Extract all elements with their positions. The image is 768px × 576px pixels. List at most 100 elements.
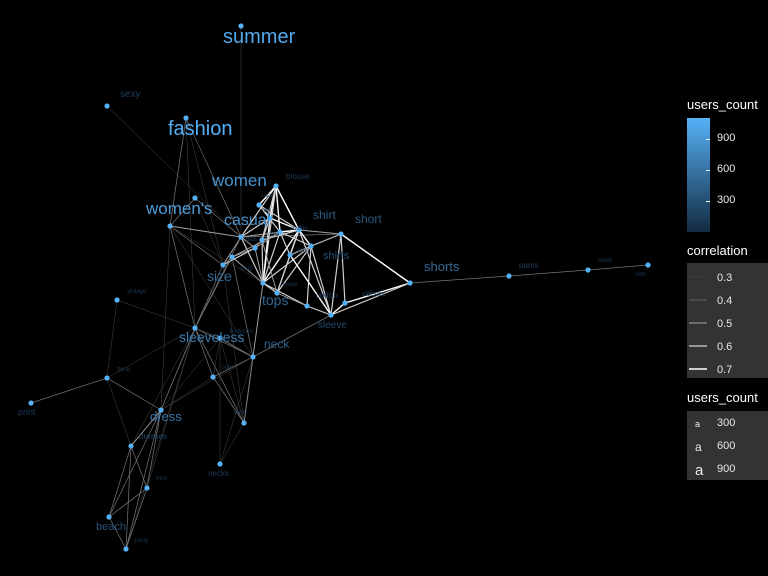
node-short bbox=[338, 231, 344, 237]
node-cute bbox=[259, 237, 265, 243]
correlation-label: 0.7 bbox=[717, 364, 732, 376]
node-layer bbox=[28, 23, 651, 552]
edge-neck-solid bbox=[212, 356, 254, 378]
edge-tops-crop bbox=[231, 256, 264, 284]
colorbar-tick-label: 900 bbox=[717, 131, 736, 144]
label-size: size bbox=[207, 268, 232, 284]
colorbar-tick-label: 600 bbox=[717, 162, 736, 175]
node-pants bbox=[506, 273, 512, 279]
edge-tank-solid bbox=[212, 376, 245, 424]
edge-sleeveless-neck bbox=[194, 327, 254, 358]
node-waist bbox=[585, 267, 591, 273]
edge-casual-tops bbox=[240, 236, 264, 284]
node-sleeve bbox=[328, 312, 334, 318]
colorbar bbox=[687, 118, 710, 232]
edge-chiffon-crop bbox=[231, 231, 281, 258]
node-blouse bbox=[273, 183, 279, 189]
edge-dress-bodycon bbox=[160, 337, 221, 411]
edge-waist-slim bbox=[587, 264, 649, 271]
label-mini: mini bbox=[156, 476, 167, 482]
node-sleeves bbox=[342, 300, 348, 306]
edge-long-loose bbox=[276, 254, 291, 294]
edge-shirts-sleeve bbox=[310, 245, 332, 316]
edge-dress-mini bbox=[146, 409, 162, 489]
colorbar-tick-mark bbox=[706, 169, 710, 171]
edge-short-sleeves bbox=[340, 233, 346, 304]
edge-women-casual bbox=[194, 197, 242, 238]
edge-layer bbox=[30, 26, 649, 550]
edge-beach-party bbox=[108, 516, 127, 550]
label-cotton: cotton bbox=[316, 291, 338, 300]
node-party bbox=[123, 546, 129, 552]
label-print: print bbox=[18, 407, 36, 417]
label-short: short bbox=[355, 212, 382, 226]
edge-sleeveless-party bbox=[125, 327, 196, 550]
node-dress bbox=[158, 407, 164, 413]
node-dresses bbox=[128, 443, 134, 449]
color-legend-title: users_count bbox=[687, 97, 758, 112]
label-casual: casual bbox=[224, 212, 270, 229]
node-shorts bbox=[407, 280, 413, 286]
label-dress: dress bbox=[150, 409, 182, 424]
label-shorts: shorts bbox=[424, 259, 460, 274]
edge-top-cute bbox=[261, 217, 271, 241]
node-neck bbox=[250, 354, 256, 360]
edge-dresses-mini bbox=[130, 445, 148, 489]
correlation-legend-panel bbox=[687, 263, 768, 378]
label-sexy: sexy bbox=[120, 89, 141, 100]
edge-shirts-loose bbox=[276, 245, 312, 294]
node-vintage bbox=[114, 297, 120, 303]
edge-top-shirt bbox=[269, 217, 300, 231]
label-shirts: shirts bbox=[323, 250, 350, 262]
edge-solid-bodycon bbox=[212, 337, 221, 378]
edge-plus-size bbox=[222, 247, 256, 266]
edge-vintage-floral bbox=[106, 299, 118, 379]
edge-cotton-tops bbox=[262, 282, 308, 307]
node-summer bbox=[238, 23, 244, 29]
edge-dresses-beach bbox=[108, 445, 132, 518]
label-sleeves: sleeves bbox=[362, 291, 386, 298]
edge-casual-size bbox=[222, 236, 242, 266]
label-waist: waist bbox=[597, 258, 612, 264]
edge-shirt-sleeve bbox=[298, 229, 332, 316]
label-women: women bbox=[211, 171, 267, 190]
edge-shirts-cotton bbox=[306, 245, 312, 307]
edge-fashion-womens bbox=[169, 117, 187, 227]
edge-mini-beach bbox=[108, 487, 148, 518]
label-blouse: blouse bbox=[286, 172, 310, 181]
size-legend-label: 900 bbox=[717, 463, 736, 475]
label-slim: slim bbox=[635, 272, 646, 278]
edge-lace-shirt bbox=[258, 204, 300, 231]
node-long bbox=[287, 252, 293, 258]
correlation-label: 0.6 bbox=[717, 341, 732, 353]
label-womens: women's bbox=[145, 199, 213, 218]
edge-shirts-chiffon bbox=[279, 231, 312, 247]
edge-sleeveless-dresses bbox=[130, 327, 196, 447]
label-loose: loose bbox=[283, 282, 298, 288]
node-bodycon bbox=[217, 335, 223, 341]
edge-neck-tank bbox=[243, 356, 254, 424]
edge-blouse-shirt bbox=[275, 185, 300, 231]
edge-neck-dress bbox=[160, 356, 254, 411]
edge-cute-loose bbox=[261, 239, 278, 294]
node-crop bbox=[229, 254, 235, 260]
edge-tops-cute bbox=[261, 239, 264, 284]
node-women bbox=[192, 195, 198, 201]
node-tops bbox=[260, 280, 266, 286]
size-legend-symbol: a bbox=[695, 461, 704, 479]
edge-shirt-shirts bbox=[298, 229, 312, 247]
correlation-label: 0.3 bbox=[717, 272, 732, 284]
edge-neck-crop bbox=[231, 256, 254, 358]
edge-womens-size bbox=[169, 225, 224, 266]
label-pants: pants bbox=[519, 261, 539, 270]
edge-short-shorts bbox=[340, 233, 411, 284]
edge-floral-dresses bbox=[106, 377, 132, 447]
label-solid: solid bbox=[222, 365, 234, 371]
edge-top-tops bbox=[262, 217, 271, 284]
node-shirt bbox=[296, 227, 302, 233]
edge-womens-tops bbox=[169, 225, 264, 284]
node-plus bbox=[252, 245, 258, 251]
edge-womens-casual bbox=[169, 225, 242, 238]
node-slim bbox=[645, 262, 651, 268]
